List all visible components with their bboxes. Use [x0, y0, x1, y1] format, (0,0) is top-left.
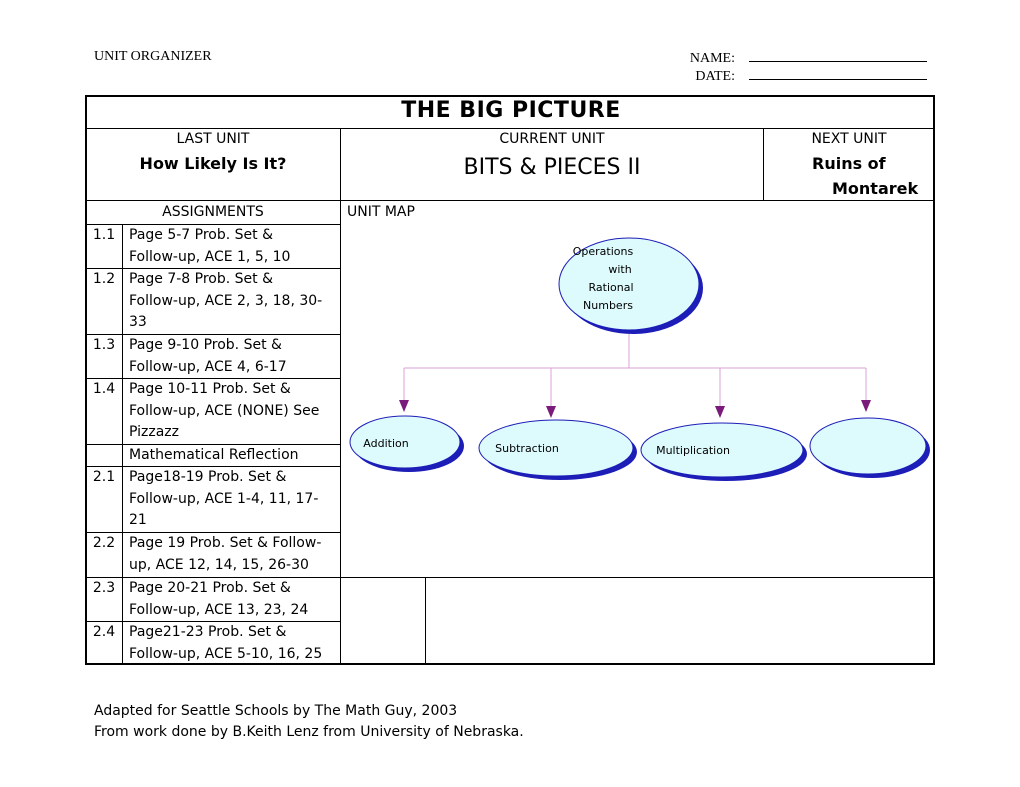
arrowhead-icon	[715, 406, 725, 418]
assignment-line: Mathematical Reflection	[129, 447, 299, 463]
next-unit-name-line2: Montarek	[832, 179, 919, 198]
name-blank-line	[749, 49, 927, 62]
date-label: DATE:	[695, 69, 735, 84]
assignment-text: Page 10-11 Prob. Set & Follow-up, ACE (N…	[129, 379, 339, 444]
row-line-wide	[86, 577, 935, 578]
divider-current-next	[763, 128, 764, 200]
name-label: NAME:	[689, 51, 735, 66]
divider-assign-map	[340, 200, 341, 664]
row-line	[86, 334, 340, 335]
assignment-line: Page 9-10 Prob. Set &	[129, 337, 282, 353]
row-line	[86, 532, 340, 533]
assignment-line: Follow-up, ACE 4, 6-17	[129, 358, 287, 375]
assignment-number: 2.3	[92, 580, 116, 596]
date-blank-line	[749, 67, 927, 80]
assignment-number: 2.2	[92, 535, 116, 551]
next-unit-name-line1: Ruins of	[812, 154, 886, 173]
divider-under-title	[86, 128, 935, 129]
assignment-line: Follow-up, ACE 13, 23, 24	[129, 601, 309, 618]
last-unit-name: How Likely Is It?	[139, 154, 287, 173]
big-picture-frame	[85, 95, 935, 665]
divider-under-units	[86, 200, 935, 201]
assignment-text: Page21-23 Prob. Set & Follow-up, ACE 5-1…	[129, 622, 339, 665]
root-label-line: with	[608, 263, 631, 276]
root-label-line: Rational	[588, 281, 633, 294]
assignment-text: Page 20-21 Prob. Set & Follow-up, ACE 13…	[129, 578, 339, 621]
last-unit-label: LAST UNIT	[176, 131, 250, 147]
assignment-line: Follow-up, ACE 2, 3, 18, 30-	[129, 292, 323, 309]
unit-map-label: UNIT MAP	[347, 204, 415, 220]
assignment-line: 33	[129, 314, 147, 330]
root-bubble: Operations with Rational Numbers	[558, 237, 703, 334]
assignment-line: 21	[129, 512, 147, 528]
assignment-line: Follow-up, ACE (NONE) See	[129, 402, 320, 419]
connector-lines	[403, 330, 867, 408]
assignment-line: Pizzazz	[129, 424, 179, 440]
assignment-line: Page 7-8 Prob. Set &	[129, 271, 274, 287]
assignment-text: Mathematical Reflection	[129, 445, 339, 467]
next-unit-label: NEXT UNIT	[811, 131, 887, 147]
assignment-line: Follow-up, ACE 1-4, 11, 17-	[129, 490, 319, 507]
date-field-row: DATE:	[683, 67, 927, 85]
divider-lower-box	[425, 577, 426, 664]
row-line	[86, 378, 340, 379]
assignment-line: Page 10-11 Prob. Set &	[129, 381, 291, 397]
assignment-number: 2.4	[92, 624, 116, 640]
assignment-line: up, ACE 12, 14, 15, 26-30	[129, 556, 309, 573]
footer-line-1: Adapted for Seattle Schools by The Math …	[94, 703, 458, 719]
assignment-line: Page 5-7 Prob. Set &	[129, 227, 274, 243]
assignment-line: Follow-up, ACE 5-10, 16, 25	[129, 645, 323, 662]
row-line	[86, 268, 340, 269]
child-bubble-addition: Addition	[349, 415, 464, 472]
arrowhead-icon	[546, 406, 556, 418]
row-line	[86, 224, 340, 225]
assignment-line: Page21-23 Prob. Set &	[129, 624, 287, 640]
child-label: Multiplication	[656, 444, 730, 457]
assignment-number: 1.1	[92, 227, 116, 243]
assignment-line: Follow-up, ACE 1, 5, 10	[129, 248, 291, 265]
divider-last-current	[340, 128, 341, 200]
child-bubble-empty	[809, 417, 930, 478]
child-bubble-multiplication: Multiplication	[640, 422, 807, 481]
root-label-line: Operations	[573, 245, 634, 258]
assignment-text: Page 7-8 Prob. Set & Follow-up, ACE 2, 3…	[129, 269, 339, 334]
assignment-text: Page 5-7 Prob. Set & Follow-up, ACE 1, 5…	[129, 225, 339, 268]
assignment-number: 1.2	[92, 271, 116, 287]
assignment-text: Page18-19 Prob. Set & Follow-up, ACE 1-4…	[129, 467, 339, 532]
row-line	[86, 466, 340, 467]
root-label-line: Numbers	[583, 299, 633, 312]
row-line	[86, 444, 340, 445]
current-unit-name: BITS & PIECES II	[463, 155, 641, 180]
assignment-line: Page18-19 Prob. Set &	[129, 469, 287, 485]
row-line	[86, 621, 340, 622]
assignment-number: 1.4	[92, 381, 116, 397]
assignment-line: Page 20-21 Prob. Set &	[129, 580, 291, 596]
arrowhead-icon	[861, 400, 871, 412]
arrowhead-icon	[399, 400, 409, 412]
connector-arrows	[399, 400, 871, 418]
name-field-row: NAME:	[683, 49, 927, 67]
assignment-text: Page 19 Prob. Set & Follow- up, ACE 12, …	[129, 533, 339, 576]
current-unit-label: CURRENT UNIT	[499, 131, 605, 147]
assignment-line: Page 19 Prob. Set & Follow-	[129, 535, 322, 551]
assignment-text: Page 9-10 Prob. Set & Follow-up, ACE 4, …	[129, 335, 339, 378]
assignment-number: 1.3	[92, 337, 116, 353]
unit-organizer-label: UNIT ORGANIZER	[94, 49, 212, 64]
child-label: Subtraction	[495, 442, 559, 455]
child-bubble-subtraction: Subtraction	[478, 419, 637, 480]
assignments-header: ASSIGNMENTS	[162, 204, 264, 220]
child-label: Addition	[363, 437, 408, 450]
footer-line-2: From work done by B.Keith Lenz from Univ…	[94, 724, 524, 740]
assignment-number: 2.1	[92, 469, 116, 485]
big-picture-title: THE BIG PICTURE	[401, 98, 621, 123]
